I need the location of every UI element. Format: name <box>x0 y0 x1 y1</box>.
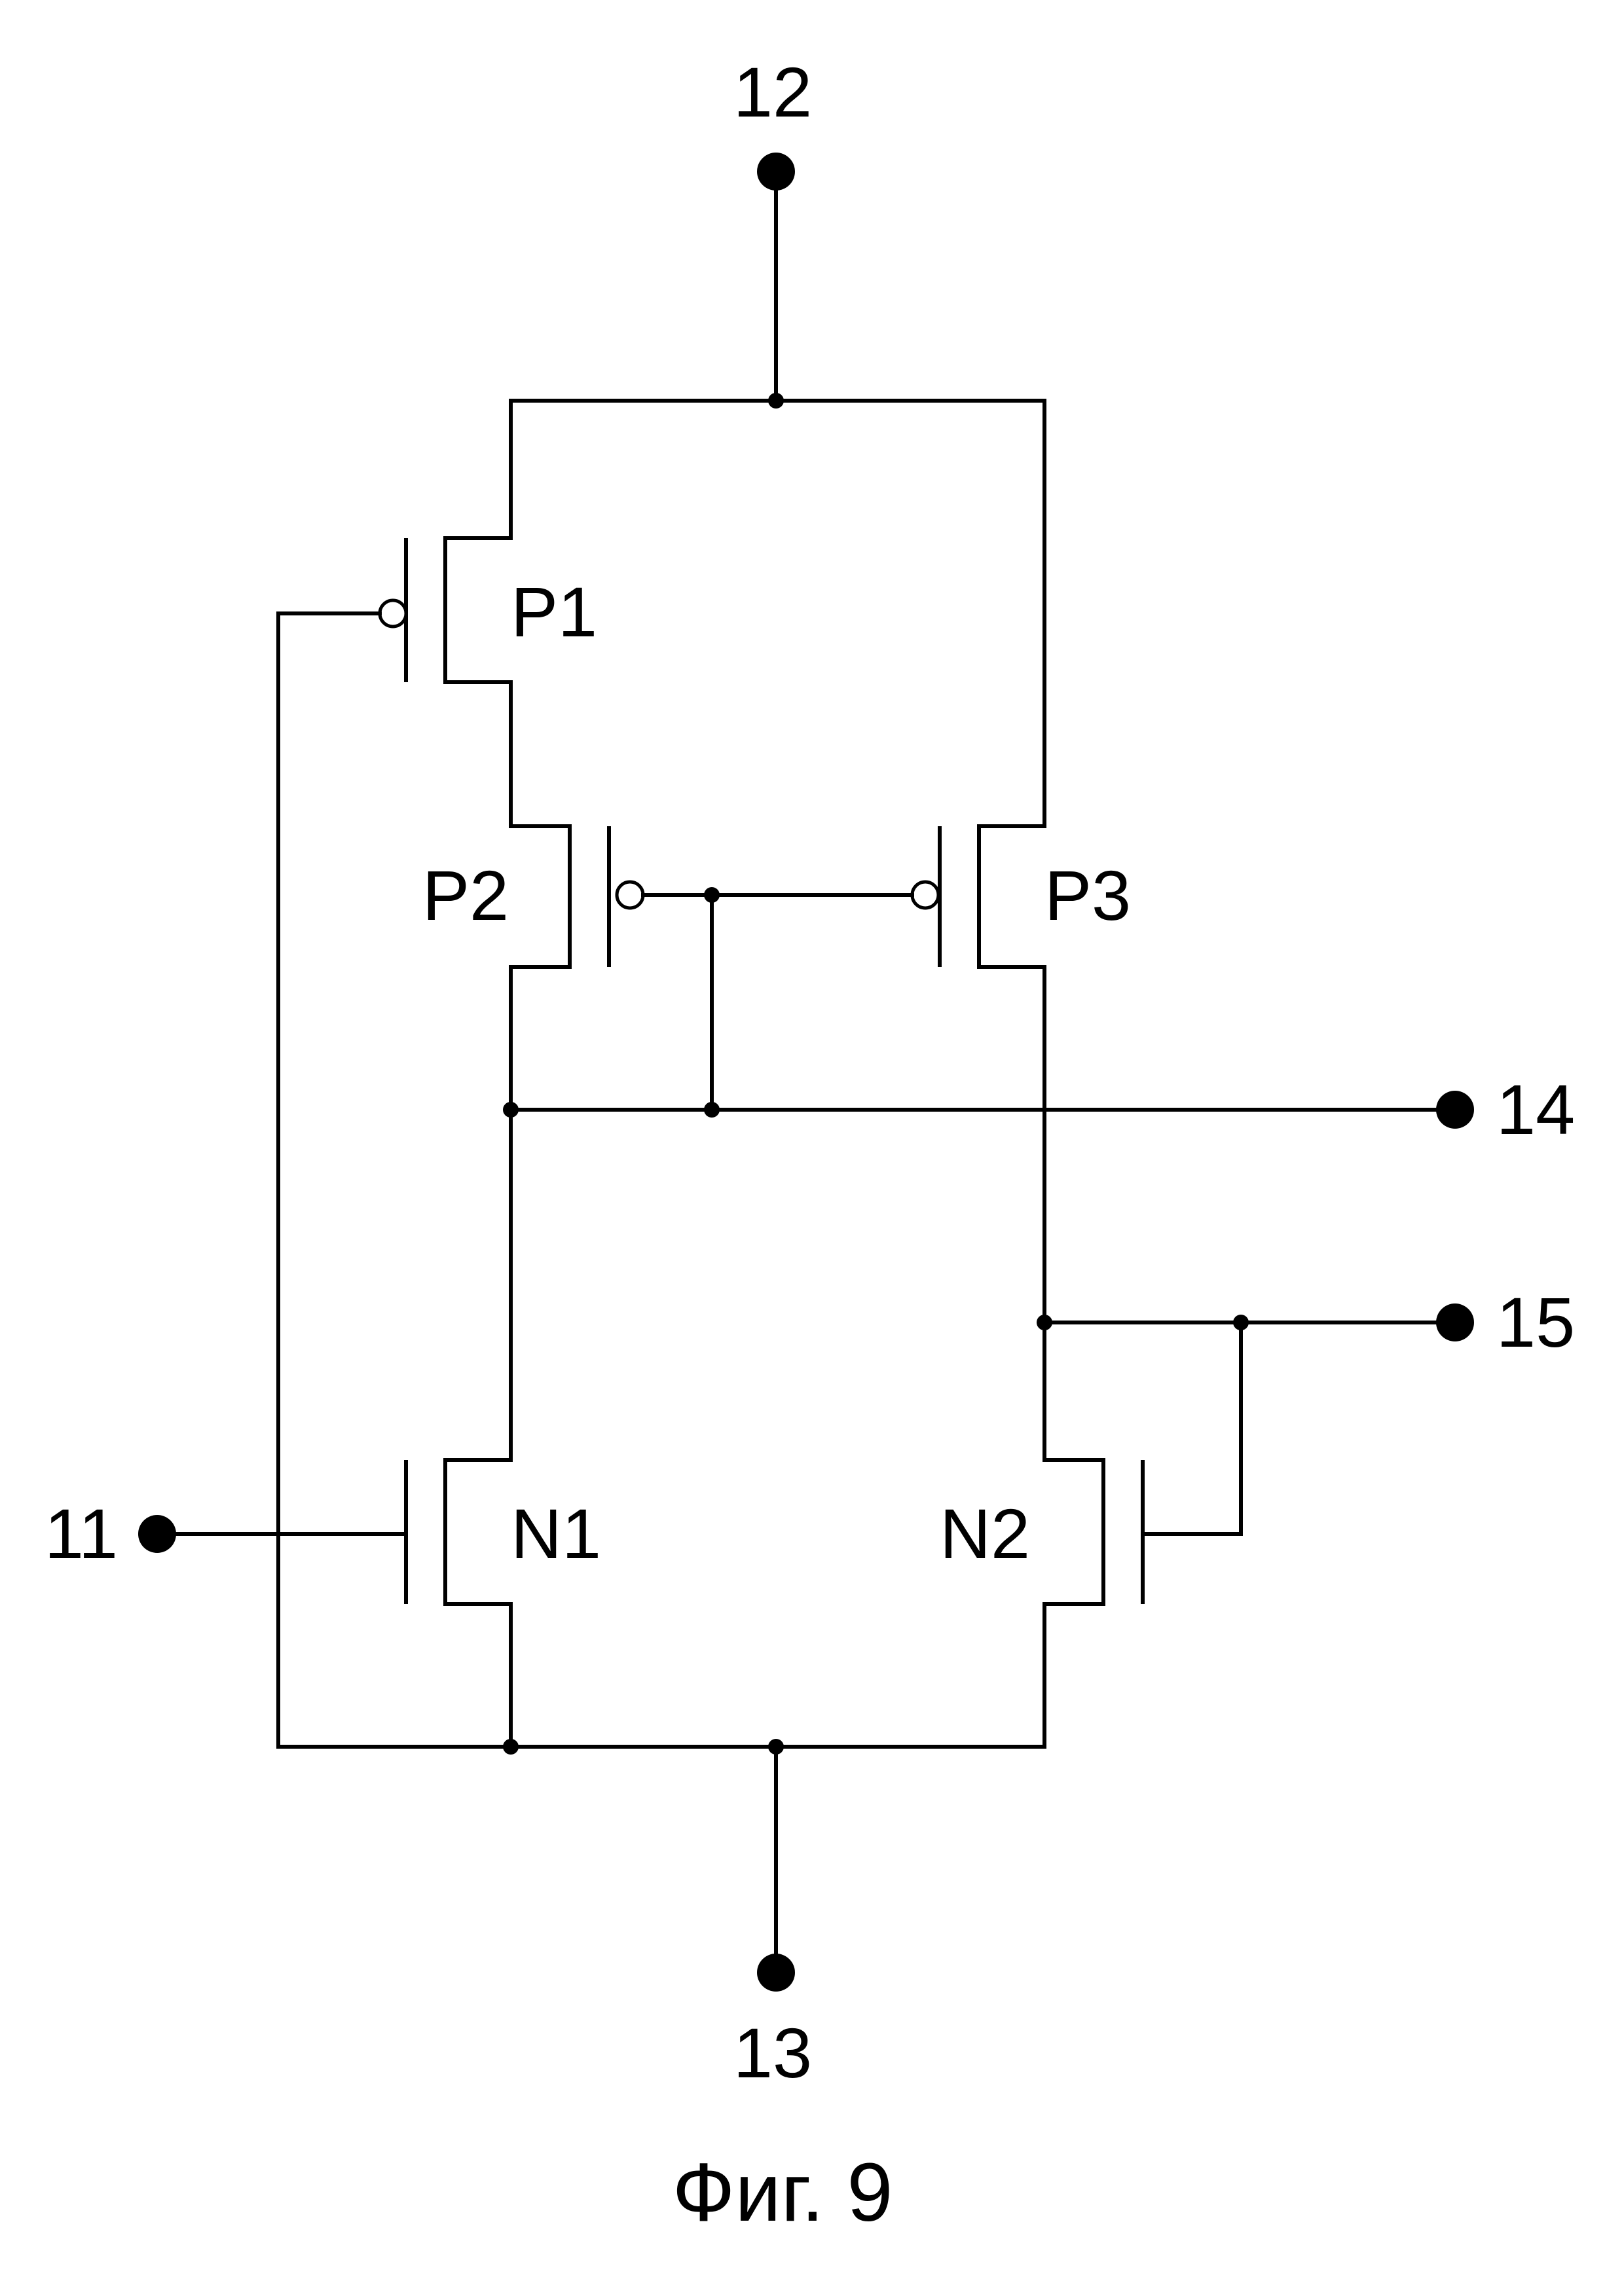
device-n1-label: N1 <box>511 1494 601 1573</box>
terminal-13-pin <box>757 1954 795 1992</box>
p2-p3-gate-net <box>641 887 914 1112</box>
supply-rail <box>509 170 1046 409</box>
figure-caption: Фиг. 9 <box>673 2146 893 2238</box>
terminal-14-label: 14 <box>1496 1070 1575 1149</box>
terminal-13-label: 13 <box>733 2013 812 2092</box>
terminal-11-pin <box>138 1515 176 1553</box>
transistor-n1 <box>155 1108 513 1749</box>
device-n2-label: N2 <box>940 1494 1030 1573</box>
device-p2-label: P2 <box>422 856 509 935</box>
terminal-15-label: 15 <box>1496 1283 1575 1362</box>
transistor-p2 <box>509 826 645 1112</box>
output-14-net <box>503 1102 1457 1118</box>
terminal-12-label: 12 <box>733 52 812 132</box>
output-15-net <box>1037 1315 1457 1330</box>
device-p3-label: P3 <box>1044 856 1131 935</box>
transistor-p1 <box>276 399 572 1749</box>
transistor-n2 <box>1043 1321 1243 1749</box>
terminal-15-pin <box>1436 1303 1474 1341</box>
ground-rail <box>276 1739 1046 1975</box>
terminal-11-label: 11 <box>45 1494 118 1573</box>
terminal-12-pin <box>757 153 795 191</box>
terminal-14-pin <box>1436 1091 1474 1129</box>
transistor-p3 <box>910 399 1046 1324</box>
device-p1-label: P1 <box>511 572 597 651</box>
